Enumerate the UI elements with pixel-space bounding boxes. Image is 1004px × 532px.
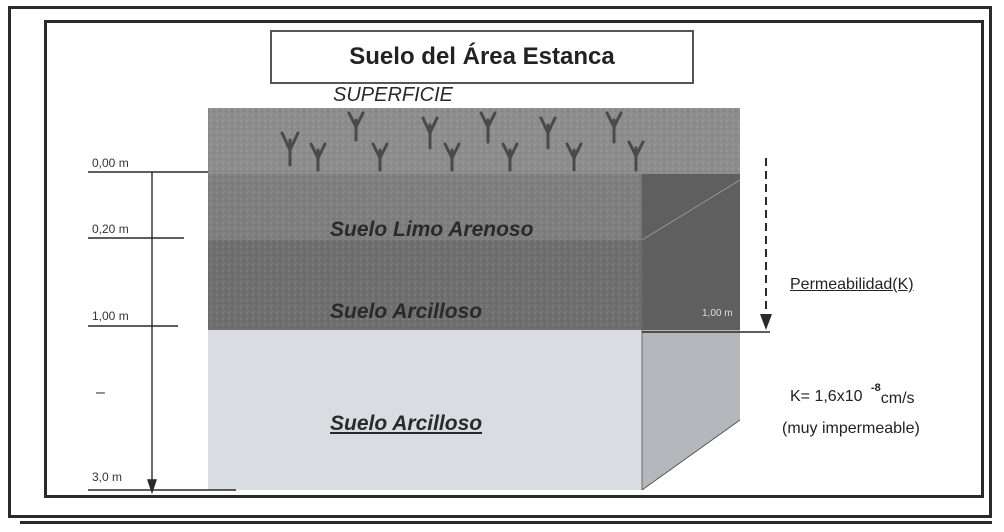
depth-label-020: 0,20 m [92,222,129,236]
depth-arrowhead [147,479,157,495]
inner-frame [44,20,984,498]
k-unit: cm/s [880,390,915,407]
depth-label-300: 3,0 m [92,470,123,484]
side-face-upper [642,174,740,330]
grass-icon [371,142,389,172]
grass-icons [280,111,645,172]
dash-mark: – [96,384,105,401]
side-bottom-edge [641,419,741,491]
side-depth-label: 1,00 m [702,308,733,319]
k-value: K= 1,6x10 -8cm/s [790,382,915,407]
grass-icon [627,140,645,172]
sandy-silt-texture [208,174,642,240]
layer-label-sandy-silt: Suelo Limo Arenoso [330,218,534,241]
side-face-lower [642,330,740,490]
impermeability-note: (muy impermeable) [782,420,920,437]
grass-icon [539,116,557,150]
surface-label: SUPERFICIE [333,84,454,106]
side-edge-line [641,179,741,241]
k-prefix: K= 1,6x10 [790,388,863,405]
depth-label-100: 1,00 m [92,309,129,323]
deep-clay-layer [208,330,642,490]
grass-icon [605,111,623,144]
depth-scale [88,171,236,495]
outer-frame [8,6,992,518]
grass-icon [565,142,583,172]
depth-label-000: 0,00 m [92,156,129,170]
grass-icon [347,111,365,142]
permeability-arrow [642,158,772,333]
bottom-rule [20,521,992,524]
grass-icon [443,142,461,172]
grass-icon [309,142,327,172]
diagram-title: Suelo del Área Estanca [270,30,694,84]
grass-icon [280,131,300,167]
layer-label-deep-clay: Suelo Arcilloso [330,412,483,435]
grass-icon [421,116,439,150]
topsoil-texture [208,108,740,174]
grass-icon [501,142,519,172]
permeability-label: Permeabilidad(K) [790,276,914,293]
grass-icon [479,111,497,144]
clay-texture [208,240,642,330]
layer-label-clay: Suelo Arcilloso [330,300,483,323]
k-exponent: -8 [870,382,881,394]
